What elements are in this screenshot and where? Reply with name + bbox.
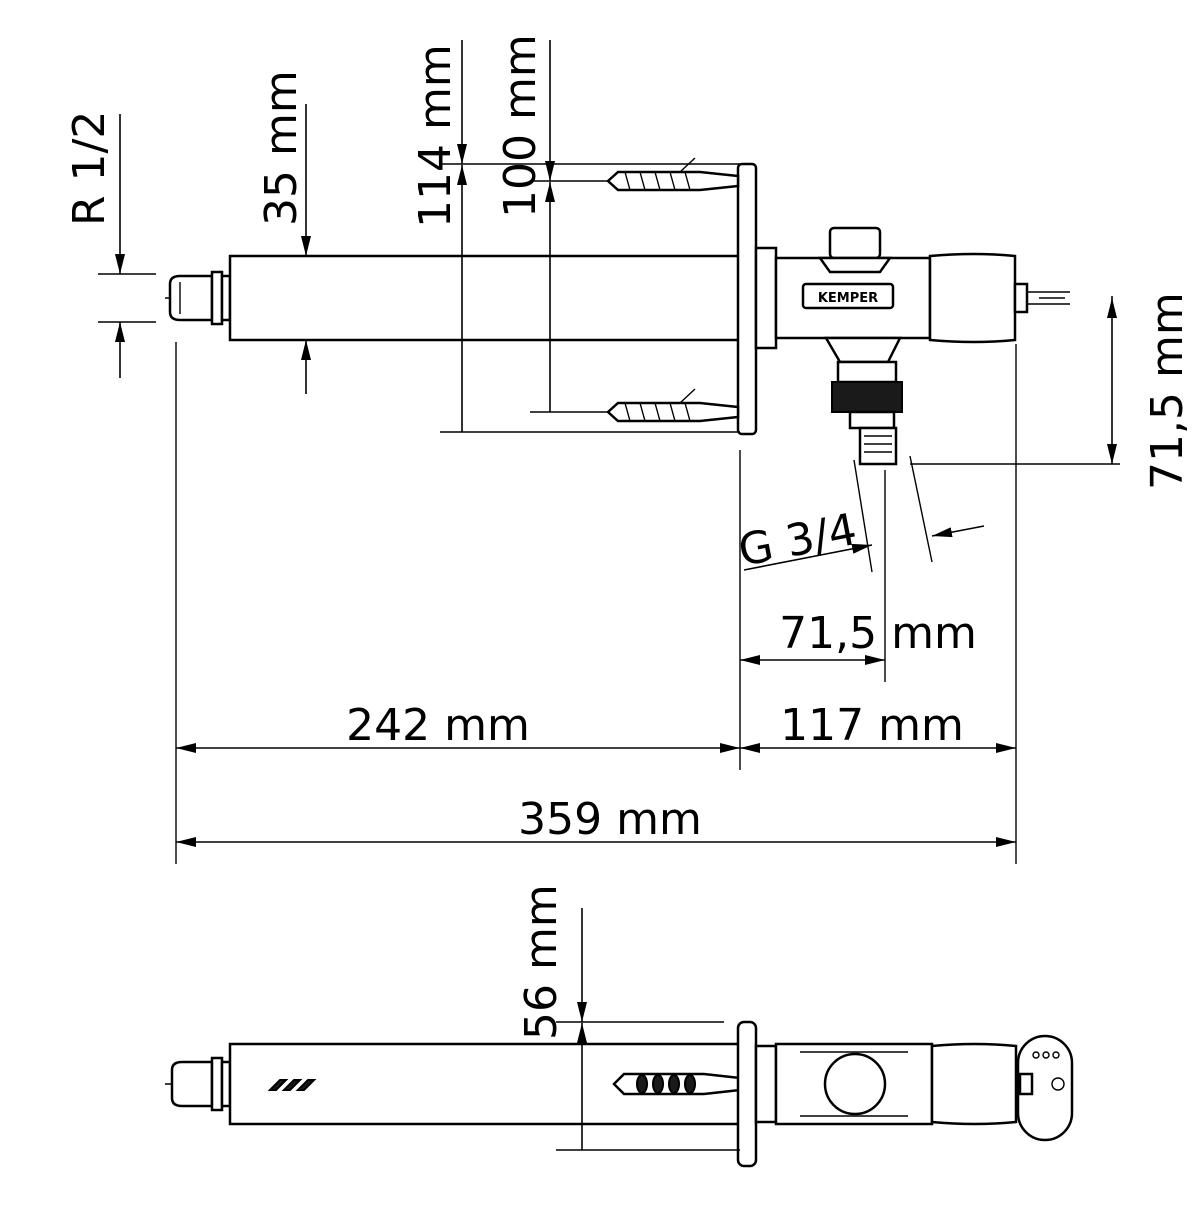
dim-hose-thread: G 3/4	[734, 504, 860, 577]
dim-outlet-offset: 71,5 mm	[779, 608, 977, 659]
dim-anchor-spacing: 100 mm	[495, 34, 546, 218]
dim-wall-depth: 242 mm	[346, 700, 530, 751]
dim-outlet-drop: 71,5 mm	[1142, 292, 1193, 490]
dim-top-view-width: 56 mm	[516, 884, 567, 1040]
brand-label: KEMPER	[818, 291, 878, 306]
top-logo-mark	[267, 1079, 317, 1091]
dim-plate-height: 114 mm	[410, 44, 461, 228]
plate-collar	[754, 246, 778, 350]
top-inlet-nipple	[170, 1060, 214, 1108]
top-key-cap	[1016, 1034, 1074, 1142]
wall-anchor-top	[606, 157, 740, 192]
valve-top-cap	[828, 226, 882, 260]
inlet-nipple	[168, 270, 232, 326]
dim-pipe-diameter: 35 mm	[256, 70, 307, 226]
top-dimensions: 56 mm	[516, 884, 740, 1151]
top-wall-anchor	[612, 1072, 742, 1096]
coupling-lower	[848, 410, 896, 430]
coupling-upper	[836, 360, 898, 384]
top-view	[165, 1020, 1080, 1168]
side-view: KEMPER	[98, 157, 1070, 466]
wall-anchor-bottom	[606, 388, 740, 423]
valve-body: KEMPER	[774, 226, 1070, 466]
dim-thread-inlet: R 1/2	[64, 111, 115, 226]
dim-overall-length: 359 mm	[518, 794, 702, 845]
top-valve-handle-base	[930, 1042, 1018, 1126]
side-dimensions: R 1/2 35 mm 114 mm 100 mm 71,5 mm G 3/4	[64, 34, 1193, 864]
hose-adapter	[858, 426, 898, 466]
top-valve-port	[823, 1052, 887, 1116]
top-wall-plate	[736, 1020, 758, 1168]
dim-projection: 117 mm	[780, 700, 964, 751]
coupling-nut	[831, 381, 903, 413]
brand-plate	[801, 282, 895, 310]
top-plate-collar	[754, 1044, 778, 1124]
wall-plate	[736, 162, 758, 436]
pipe-body	[228, 254, 742, 342]
